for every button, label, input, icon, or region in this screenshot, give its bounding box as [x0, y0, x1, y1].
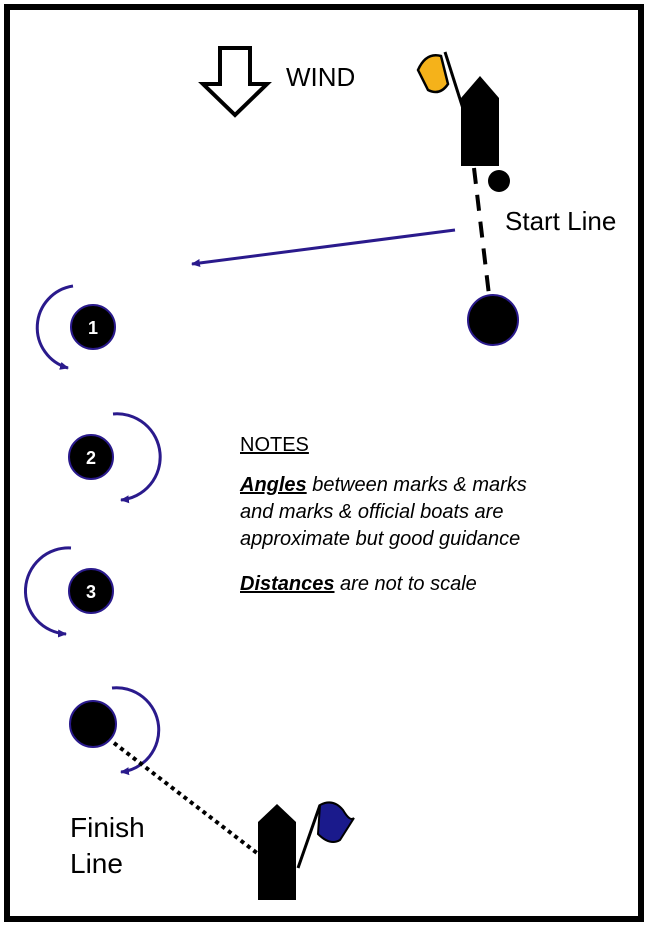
finish-flagpole	[296, 804, 322, 869]
mark-2: 2	[68, 412, 162, 504]
finish-mark-buoy	[69, 700, 117, 748]
note-angles-line3: approximate but good guidance	[240, 528, 521, 550]
note-angles-line1: Angles between marks & marks	[240, 472, 527, 499]
finish-committee-boat	[258, 801, 355, 900]
note-distances-keyword: Distances	[240, 573, 335, 595]
note-angles-line1-rest: between marks & marks	[306, 474, 527, 496]
finish-mark-rounding-arrow	[111, 686, 161, 776]
start-flag-icon	[416, 54, 450, 94]
wind-label: WIND	[286, 62, 356, 92]
course-arrow	[191, 228, 456, 267]
mark-1-rounding-arrow	[35, 284, 74, 370]
mark-3: 3	[23, 546, 114, 638]
start-pin-buoy	[488, 170, 510, 192]
start-boat-hull	[461, 76, 499, 166]
finish-line-label-line2: Line	[70, 848, 123, 879]
finish-mark	[69, 686, 161, 776]
start-mark-buoy	[467, 294, 519, 346]
note-distances-rest: are not to scale	[334, 573, 477, 595]
mark-2-buoy	[68, 434, 114, 480]
mark-2-number: 2	[86, 448, 96, 468]
notes-heading: NOTES	[240, 434, 309, 456]
start-committee-boat	[416, 51, 499, 166]
start-line-label: Start Line	[505, 206, 617, 236]
mark-3-rounding-arrow	[23, 546, 72, 638]
note-distances: Distances are not to scale	[240, 571, 477, 598]
finish-line-label-line1: Finish	[70, 812, 145, 843]
mark-1-buoy	[70, 304, 116, 350]
start-line	[472, 167, 491, 296]
finish-flag-icon	[316, 801, 355, 843]
note-angles-line2: and marks & official boats are	[240, 501, 504, 523]
mark-1: 1	[35, 284, 116, 370]
note-angles-keyword: Angles	[240, 474, 307, 496]
finish-boat-hull	[258, 804, 296, 900]
mark-3-number: 3	[86, 582, 96, 602]
mark-2-rounding-arrow	[112, 412, 162, 504]
note-angles: Angles between marks & marks and marks &…	[240, 472, 527, 553]
mark-3-buoy	[68, 568, 114, 614]
mark-1-number: 1	[88, 318, 98, 338]
wind-arrow-icon	[198, 46, 272, 118]
